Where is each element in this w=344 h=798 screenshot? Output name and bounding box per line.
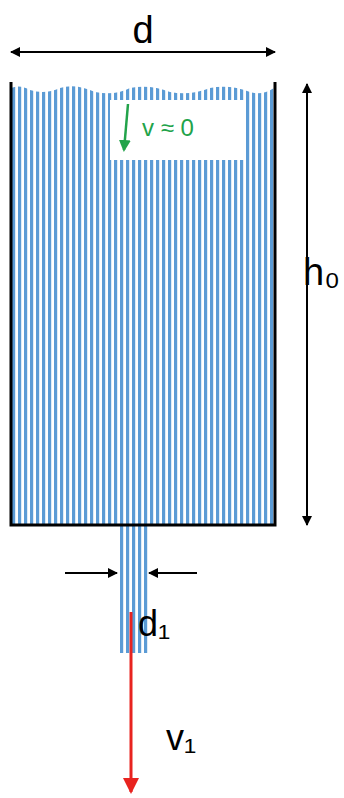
velocity-label: v₁ [166, 720, 196, 756]
dimension-label: h₀ [303, 253, 340, 291]
dimension-arrow [260, 51, 275, 53]
dimension-arrow [11, 51, 22, 53]
dimension-label: d [132, 11, 153, 49]
dimension-arrow [306, 84, 308, 95]
dimension-label: d₁ [138, 606, 170, 642]
tank-wall [11, 82, 275, 525]
velocity-arrow [124, 104, 128, 150]
dimension-arrow [65, 572, 117, 574]
dimension-arrow [149, 572, 197, 574]
velocity-arrow [130, 612, 133, 792]
dimension-arrow [306, 510, 308, 525]
water [11, 86, 274, 525]
velocity-label: v ≈ 0 [142, 116, 194, 140]
dimension-arrow [306, 95, 308, 515]
dimension-arrow [22, 51, 264, 53]
label-patch [110, 100, 245, 160]
